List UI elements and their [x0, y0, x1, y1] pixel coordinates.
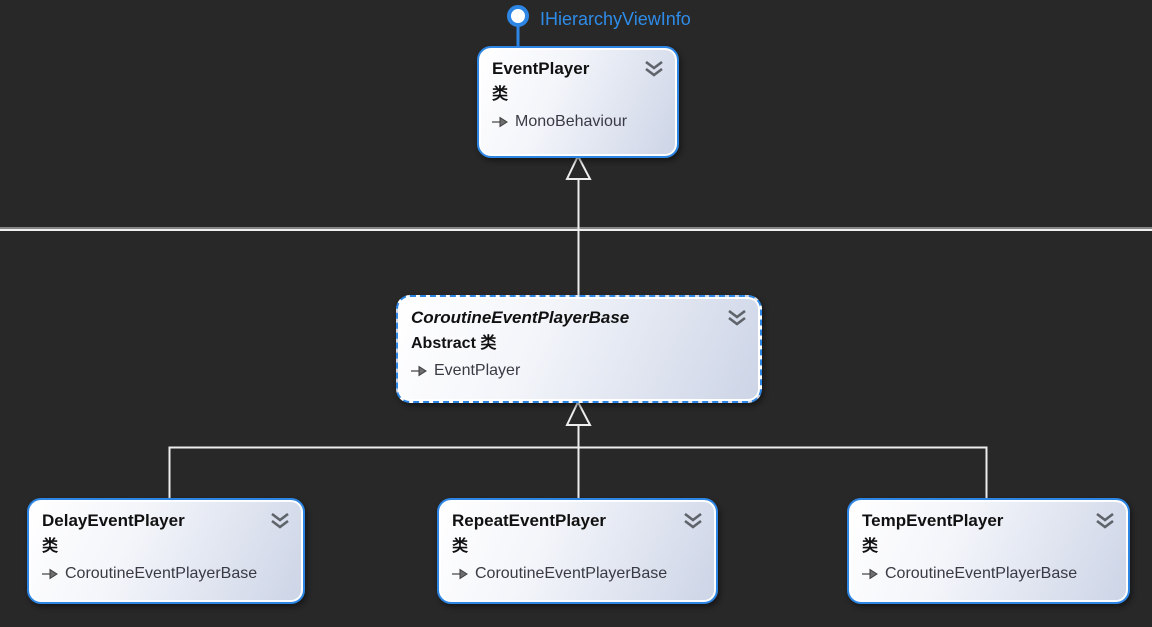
inheritance-arrow-icon	[862, 568, 878, 580]
inheritance-arrow-icon	[42, 568, 58, 580]
class-kind: 类	[452, 538, 469, 555]
class-title: CoroutineEventPlayerBase	[411, 308, 630, 327]
inheritance-arrow-icon	[452, 568, 468, 580]
class-title: RepeatEventPlayer	[452, 511, 607, 530]
class-title: EventPlayer	[492, 59, 590, 78]
collapse-chevron-icon[interactable]	[726, 309, 748, 331]
base-class-row: CoroutineEventPlayerBase	[452, 560, 704, 587]
base-class-name: CoroutineEventPlayerBase	[475, 565, 668, 582]
class-node-delayeventplayer[interactable]: DelayEventPlayer 类 CoroutineEventPlayerB…	[27, 498, 305, 604]
inheritance-arrow-icon	[492, 116, 508, 128]
base-class-row: CoroutineEventPlayerBase	[42, 560, 291, 587]
inheritance-arrow-icon	[411, 365, 427, 377]
collapse-chevron-icon[interactable]	[682, 512, 704, 534]
class-node-repeateventplayer[interactable]: RepeatEventPlayer 类 CoroutineEventPlayer…	[437, 498, 718, 604]
interface-lollipop-icon[interactable]	[507, 5, 529, 27]
base-class-name: CoroutineEventPlayerBase	[885, 565, 1078, 582]
inheritance-triangle-icon	[565, 153, 592, 180]
base-class-name: MonoBehaviour	[515, 113, 628, 130]
class-node-tempeventplayer[interactable]: TempEventPlayer 类 CoroutineEventPlayerBa…	[847, 498, 1130, 604]
base-class-name: EventPlayer	[434, 362, 521, 379]
base-class-row: MonoBehaviour	[492, 108, 665, 135]
class-node-coroutineeventplayerbase[interactable]: CoroutineEventPlayerBase Abstract 类 Even…	[396, 295, 762, 403]
interface-label[interactable]: IHierarchyViewInfo	[540, 9, 691, 29]
inheritance-triangle-icon	[565, 399, 592, 426]
base-class-name: CoroutineEventPlayerBase	[65, 565, 258, 582]
class-kind: 类	[862, 538, 879, 555]
class-title: DelayEventPlayer	[42, 511, 185, 530]
lane-divider	[0, 229, 1152, 231]
class-kind: 类	[42, 538, 59, 555]
base-class-row: EventPlayer	[411, 357, 748, 384]
collapse-chevron-icon[interactable]	[643, 60, 665, 82]
collapse-chevron-icon[interactable]	[269, 512, 291, 534]
class-title: TempEventPlayer	[862, 511, 1004, 530]
lane-divider-shadow	[0, 227, 1152, 229]
collapse-chevron-icon[interactable]	[1094, 512, 1116, 534]
inheritance-edge-bus	[168, 446, 988, 499]
base-class-row: CoroutineEventPlayerBase	[862, 560, 1116, 587]
class-kind: Abstract 类	[411, 335, 497, 352]
class-node-eventplayer[interactable]: EventPlayer 类 MonoBehaviour	[477, 46, 679, 158]
class-kind: 类	[492, 86, 509, 103]
